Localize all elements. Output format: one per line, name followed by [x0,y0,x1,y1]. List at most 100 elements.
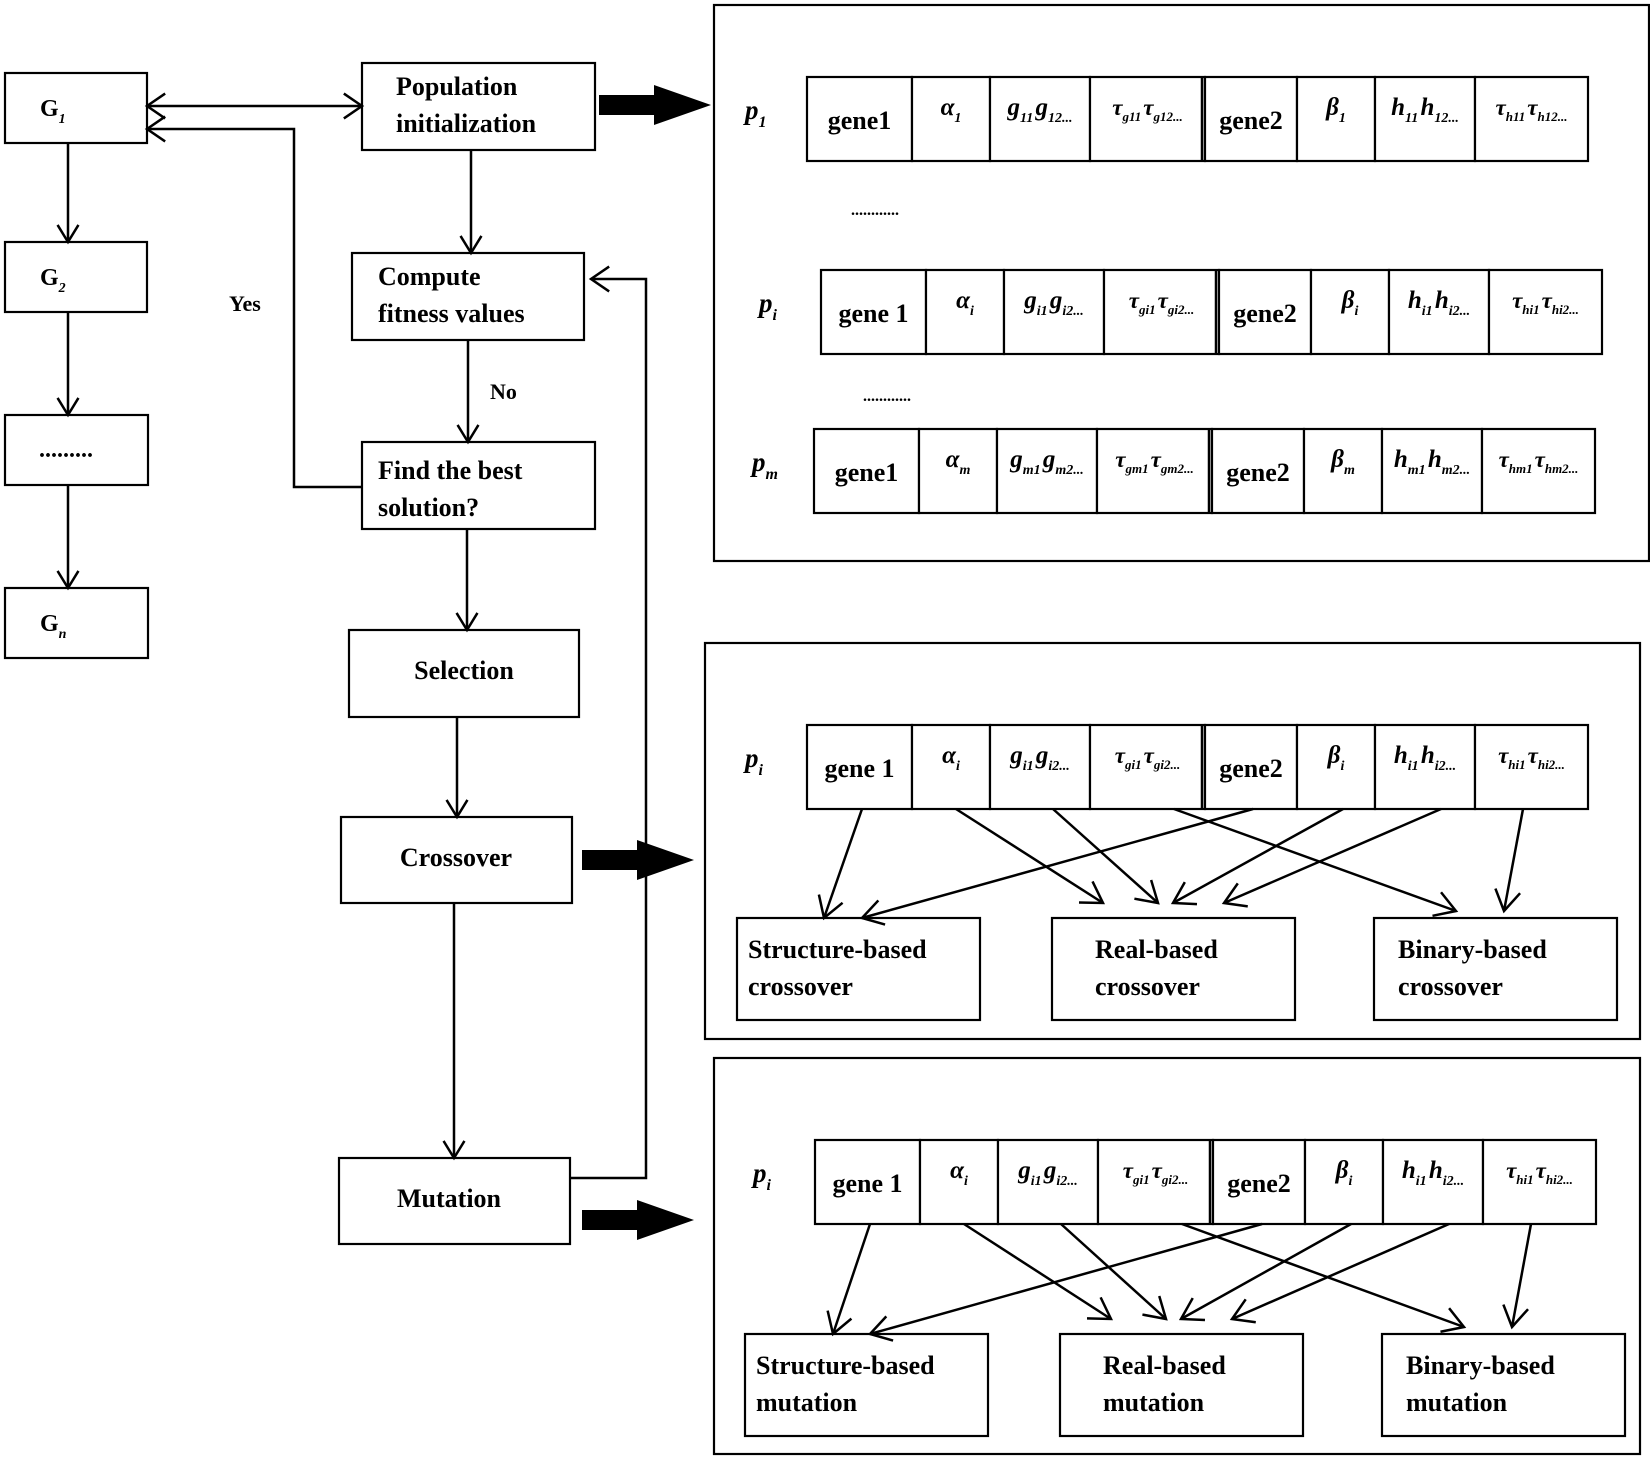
cell-label: αi [942,742,960,774]
cell-label: τgi1 τgi2... [1123,1158,1188,1187]
cell-label: τhm1 τhm2... [1499,447,1579,476]
text-line: fitness values [378,299,525,328]
symbol: G [40,96,59,122]
chromosome-cell: αm [917,427,999,515]
subscript: h12... [1537,109,1567,124]
subscript: i [956,759,960,774]
arrow [1181,1222,1467,1333]
arrow [1502,1223,1533,1330]
subscript: i2... [1056,1174,1077,1189]
chromosome-cell: τgm1 τgm2... [1095,427,1214,515]
symbol: h [1391,94,1405,121]
subscript: 1 [1339,111,1346,126]
arrow [442,903,466,1161]
cell-frame [1295,75,1377,163]
symbol: τ [1528,743,1539,768]
arrow [1173,807,1459,918]
arrow-head [1440,1307,1467,1333]
symbol: h [1429,1157,1443,1184]
cell-frame [1203,75,1299,163]
subscript: i1 [1422,304,1433,319]
crossover-box: Crossover [339,815,574,905]
subscript: g12... [1152,109,1182,124]
chromosome-cell: gene1 [805,75,914,163]
symbol: g [1009,446,1023,473]
symbol: α [942,742,957,769]
symbol: τ [1123,1158,1134,1183]
operator-target-frame [1372,916,1619,1022]
chromosome-cell: gene 1 [813,1138,922,1226]
arrow-head [826,1310,853,1337]
subscript: gi1 [1132,1172,1150,1187]
arrow-head [442,1140,466,1161]
cell-label: gene2 [1227,1169,1291,1198]
subscript: i [1354,304,1358,319]
cell-frame [1295,723,1377,811]
text-line: mutation [1406,1388,1508,1417]
symbol: β [1327,742,1341,769]
generation-box: G1 [3,71,149,145]
arrow-head [1432,891,1459,918]
arrow [963,1222,1114,1321]
arrow-head [343,92,365,120]
symbol: g [1009,742,1023,769]
cell-frame [1380,427,1484,515]
subscript: n [59,627,67,642]
chromosome-cell: βi [1303,1138,1385,1226]
subscript: i2... [1048,759,1069,774]
symbol: τ [1129,288,1140,313]
chromosome-cell: gene 1 [805,723,914,811]
cell-label: βi [1327,742,1345,774]
text-line: crossover [1398,972,1503,1001]
generation-label: G2 [40,265,66,296]
cell-label: gi1 gi2... [1017,1157,1078,1189]
text-line: Real-based [1095,935,1218,964]
cell-label: τhi1 τhi2... [1506,1158,1573,1187]
symbol: τ [1115,743,1126,768]
cell-label: gene2 [1233,299,1297,328]
cell-label: gene 1 [838,299,908,328]
generation-box-frame [3,413,150,487]
subscript: i [970,304,974,319]
cell-label: gi1 gi2... [1023,287,1084,319]
subscript: 11 [1020,111,1033,126]
arrow [56,312,80,418]
arrow-shaft [1180,1222,1352,1321]
arrow-head [1502,1304,1529,1330]
chromosome-cell: τhi1 τhi2... [1481,1138,1598,1226]
cell-frame [819,268,928,356]
operator-target-frame [1058,1332,1305,1438]
arrow [459,150,483,256]
arrow-head [459,235,483,256]
text-line: Structure-based [756,1351,935,1380]
symbol: β [1335,1157,1349,1184]
chromosome-cell: hi1 hi2... [1373,723,1477,811]
cell-frame [918,1138,1000,1226]
chromosome-cell: gene2 [1211,1138,1307,1226]
arrow-shaft [869,1222,1263,1336]
chromosome-cell: βm [1302,427,1384,515]
arrow [1494,808,1525,914]
no-label: No [490,379,517,404]
symbol: τ [1536,1158,1547,1183]
arrow [867,1222,1263,1342]
arrow-head [1078,880,1106,905]
symbol: h [1394,742,1408,769]
chromosome-cell: gene2 [1210,427,1306,515]
symbol: p [743,743,759,773]
subscript: i [773,307,778,324]
arrow [1060,1223,1168,1321]
chromosome-cell: βi [1309,268,1391,356]
